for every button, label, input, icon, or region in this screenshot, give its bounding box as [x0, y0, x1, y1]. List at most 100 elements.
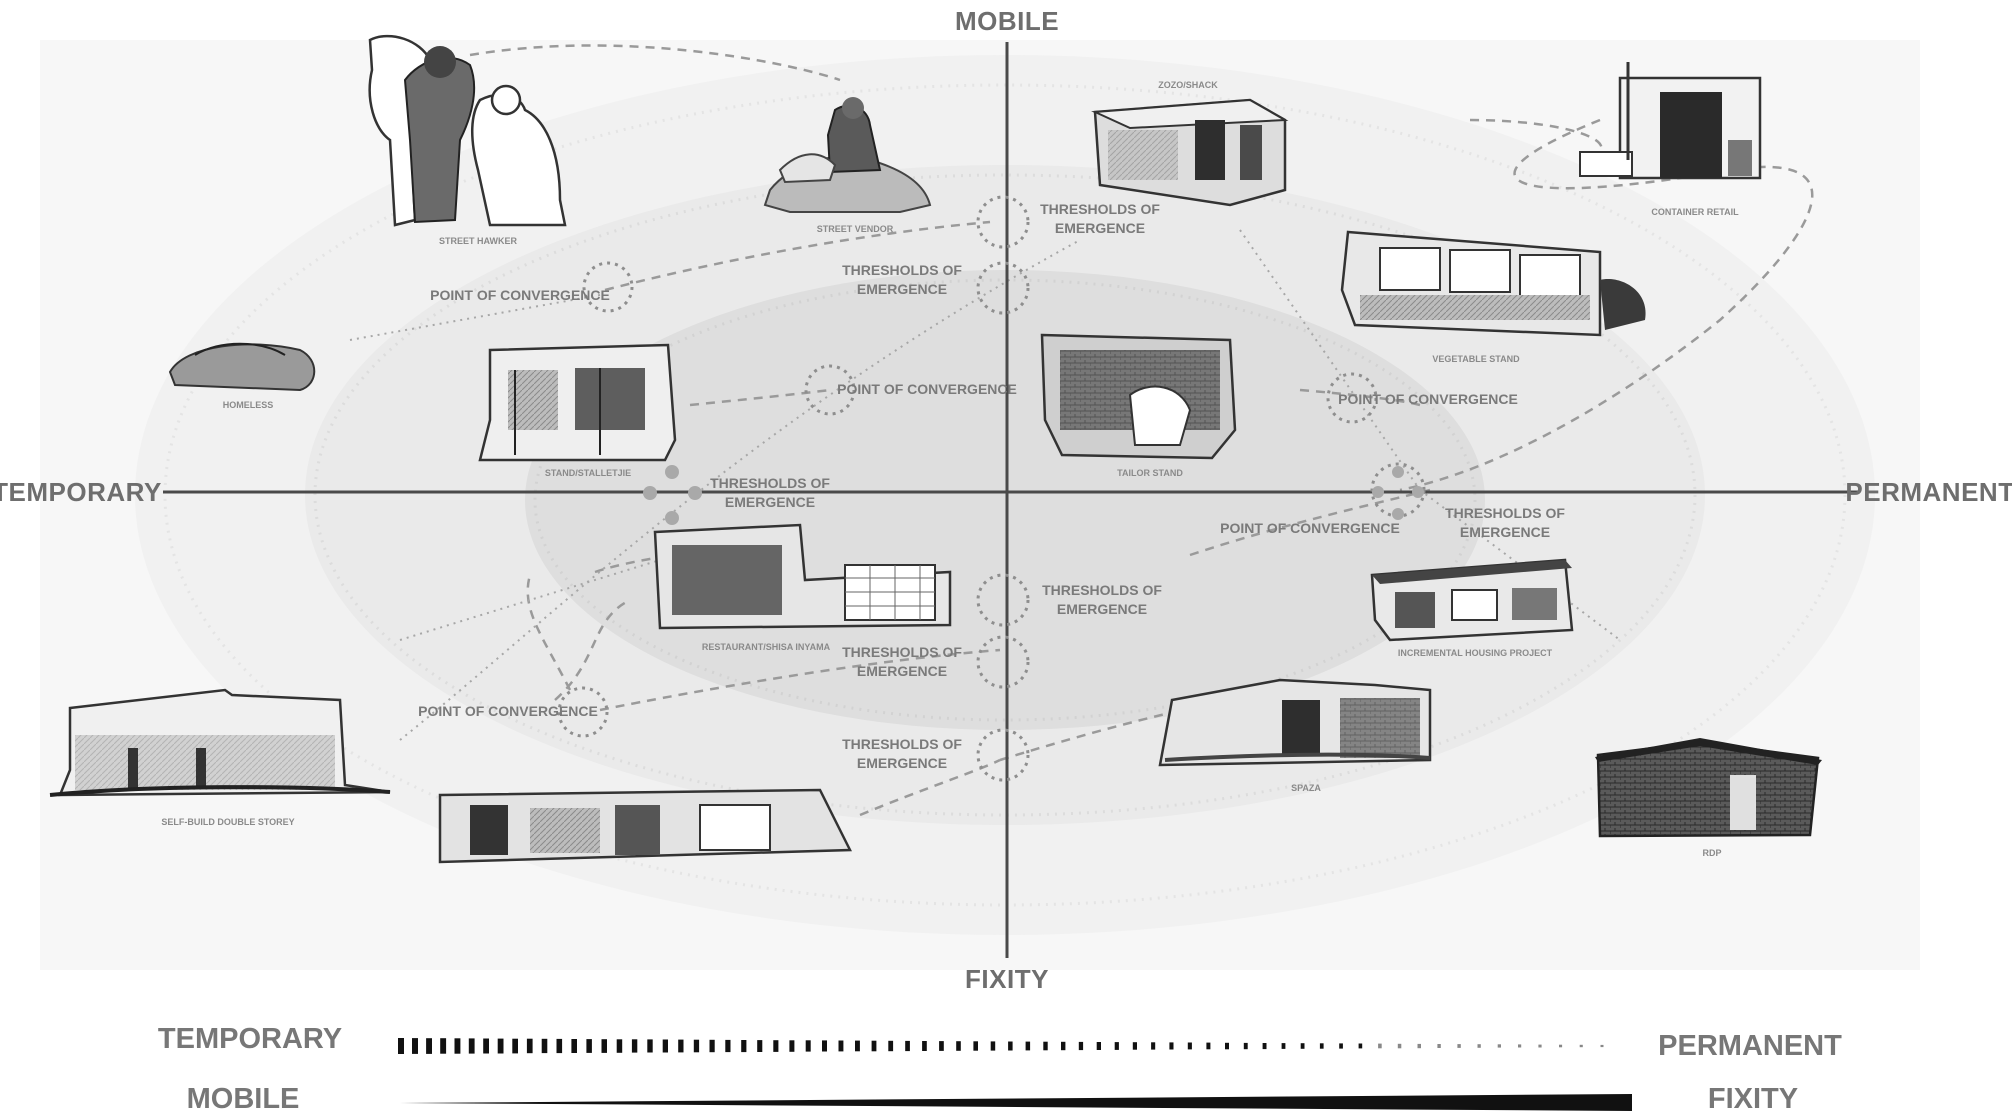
scale-dash	[789, 1040, 795, 1052]
scale-dash	[838, 1040, 844, 1052]
scale-dash	[1132, 1042, 1137, 1050]
scale-dash	[1497, 1044, 1501, 1048]
scale-dash	[497, 1038, 504, 1054]
scale-dash	[1319, 1043, 1324, 1049]
scale-dash	[822, 1040, 827, 1052]
stand-stalletjie-image	[478, 343, 677, 462]
scale-dash	[709, 1039, 715, 1053]
scale-dash	[693, 1039, 700, 1053]
self-build-image	[49, 688, 391, 797]
scale-dash	[1397, 1043, 1402, 1049]
scale-dash	[556, 1038, 563, 1054]
scale-dash	[773, 1040, 779, 1052]
scale-dash	[1281, 1043, 1286, 1049]
scale-dash	[1538, 1044, 1542, 1048]
scale-dash	[1225, 1042, 1229, 1050]
caption-zozo-shack: ZOZO/SHACK	[1158, 80, 1218, 90]
scale-dash	[1437, 1044, 1441, 1048]
street-hawker-image	[368, 34, 567, 227]
scale-dash	[1358, 1043, 1363, 1049]
scale-dash	[1078, 1041, 1084, 1051]
convergence-label: POINT OF CONVERGENCE	[418, 703, 598, 719]
node-dots	[643, 465, 1424, 525]
axis-label-top: MOBILE	[955, 6, 1059, 36]
scale-dash	[1061, 1041, 1066, 1051]
shop-row-image	[438, 788, 852, 864]
scale-dash	[1187, 1042, 1192, 1050]
scale-dash	[1378, 1043, 1382, 1049]
scale-dash	[601, 1039, 607, 1053]
scale-dash	[616, 1039, 623, 1053]
scale-dash	[1339, 1043, 1343, 1049]
annotations: POINT OF CONVERGENCE POINT OF CONVERGENC…	[418, 201, 1565, 771]
scale-dash	[1417, 1043, 1421, 1049]
convergence-label: POINT OF CONVERGENCE	[430, 287, 610, 303]
vegetable-stand-image	[1340, 230, 1646, 337]
convergence-label: POINT OF CONVERGENCE	[1338, 391, 1518, 407]
scale-dash	[647, 1039, 653, 1053]
restaurant-image	[653, 523, 952, 630]
scale-dash	[398, 1038, 404, 1054]
legend-temporary: TEMPORARY	[158, 1023, 342, 1055]
caption-incremental-housing: INCREMENTAL HOUSING PROJECT	[1398, 648, 1553, 658]
legend-fixity: FIXITY	[1708, 1083, 1798, 1111]
scale-dash	[412, 1038, 418, 1054]
caption-self-build: SELF-BUILD DOUBLE STOREY	[161, 817, 294, 827]
scale-dash	[805, 1040, 811, 1052]
scale-dash	[1477, 1044, 1481, 1048]
scale-dash	[512, 1038, 518, 1054]
scale-dash	[939, 1041, 944, 1051]
scale-dash	[483, 1038, 489, 1054]
scale-dash	[741, 1040, 747, 1053]
axis-label-right: PERMANENT	[1845, 477, 2012, 507]
convergence-label: POINT OF CONVERGENCE	[837, 381, 1017, 397]
dotted-rays	[349, 229, 1621, 741]
scale-dash	[973, 1041, 978, 1051]
scale-dash	[571, 1039, 577, 1053]
scale-dash	[1559, 1044, 1563, 1048]
caption-spaza: SPAZA	[1291, 783, 1321, 793]
scale-dash	[1169, 1042, 1174, 1050]
tailor-stand-image	[1040, 333, 1237, 460]
scale-dash	[922, 1041, 927, 1051]
caption-stand-stalletjie: STAND/STALLETJIE	[545, 468, 631, 478]
scale-dash	[1043, 1041, 1048, 1051]
scale-dash	[1096, 1042, 1101, 1050]
caption-container-retail: CONTAINER RETAIL	[1651, 207, 1739, 217]
caption-rdp: RDP	[1702, 848, 1721, 858]
scale-dash	[1243, 1042, 1248, 1050]
scale-dash	[1300, 1043, 1305, 1049]
legend-permanent: PERMANENT	[1658, 1030, 1842, 1062]
scale-dash	[1008, 1041, 1013, 1051]
scale-dash	[631, 1039, 638, 1053]
convergence-label: POINT OF CONVERGENCE	[1220, 520, 1400, 536]
scale-dash	[586, 1039, 592, 1053]
scale-dash	[1206, 1042, 1211, 1050]
scale-dash	[725, 1039, 731, 1053]
axis-label-left: TEMPORARY	[0, 477, 162, 507]
scale-dash	[1600, 1044, 1604, 1048]
scale-dash	[1114, 1042, 1119, 1050]
spaza-image	[1158, 678, 1432, 767]
scale-dash	[1579, 1044, 1583, 1048]
street-vendor-image	[763, 97, 932, 213]
scale-dash	[888, 1040, 894, 1052]
legend-mobile: MOBILE	[187, 1083, 300, 1111]
scale-dash	[905, 1040, 910, 1052]
scale-dash	[1025, 1041, 1031, 1051]
scale-dash	[454, 1038, 461, 1054]
caption-tailor-stand: TAILOR STAND	[1117, 468, 1183, 478]
scale-dash	[956, 1041, 961, 1051]
scale-dash	[1151, 1042, 1156, 1050]
zozo-shack-image	[1091, 98, 1289, 207]
scale-dash	[1518, 1044, 1522, 1048]
scale-dash	[526, 1038, 533, 1054]
scale-dash	[990, 1041, 996, 1051]
